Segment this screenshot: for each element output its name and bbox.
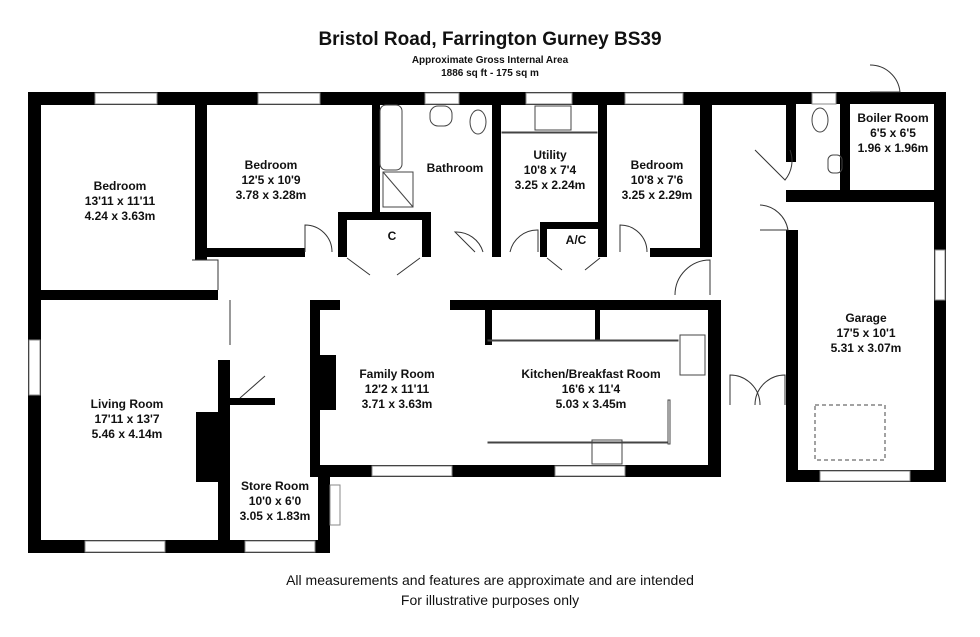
- room-metric: 3.05 x 1.83m: [240, 509, 311, 523]
- room-name: Utility: [533, 148, 567, 162]
- room-name: Kitchen/Breakfast Room: [521, 367, 660, 381]
- room-metric: 4.24 x 3.63m: [85, 209, 156, 223]
- room-name: Bathroom: [427, 161, 484, 175]
- room-imperial: 12'2 x 11'11: [365, 382, 430, 396]
- disclaimer-line-1: All measurements and features are approx…: [286, 572, 694, 588]
- room-utility: Utility 10'8 x 7'4 3.25 x 2.24m: [515, 148, 586, 192]
- room-metric: 1.96 x 1.96m: [858, 141, 929, 155]
- room-metric: 3.78 x 3.28m: [236, 188, 307, 202]
- cupboard-ac: A/C: [566, 233, 587, 247]
- windows: [28, 92, 946, 553]
- cupboard-c: C: [388, 229, 397, 243]
- room-imperial: 13'11 x 11'11: [85, 194, 156, 208]
- room-imperial: 17'11 x 13'7: [94, 412, 159, 426]
- doors: [192, 64, 901, 406]
- room-name: Garage: [845, 311, 887, 325]
- room-bedroom-1: Bedroom 13'11 x 11'11 4.24 x 3.63m: [85, 179, 156, 223]
- room-garage: Garage 17'5 x 10'1 5.31 x 3.07m: [831, 311, 902, 355]
- room-name: C: [388, 229, 397, 243]
- room-store: Store Room 10'0 x 6'0 3.05 x 1.83m: [240, 479, 311, 523]
- room-name: Store Room: [241, 479, 309, 493]
- room-metric: 3.25 x 2.29m: [622, 188, 693, 202]
- room-metric: 3.71 x 3.63m: [362, 397, 433, 411]
- room-metric: 5.46 x 4.14m: [92, 427, 163, 441]
- walls: [28, 92, 946, 553]
- room-imperial: 10'8 x 7'4: [524, 163, 577, 177]
- room-bathroom: Bathroom: [427, 161, 484, 175]
- room-name: Bedroom: [631, 158, 684, 172]
- room-name: Bedroom: [245, 158, 298, 172]
- room-bedroom-3: Bedroom 10'8 x 7'6 3.25 x 2.29m: [622, 158, 693, 202]
- room-imperial: 10'0 x 6'0: [249, 494, 302, 508]
- room-kitchen: Kitchen/Breakfast Room 16'6 x 11'4 5.03 …: [521, 367, 660, 411]
- room-living: Living Room 17'11 x 13'7 5.46 x 4.14m: [91, 397, 164, 441]
- room-bedroom-2: Bedroom 12'5 x 10'9 3.78 x 3.28m: [236, 158, 307, 202]
- room-name: Boiler Room: [857, 111, 928, 125]
- room-imperial: 16'6 x 11'4: [562, 382, 621, 396]
- room-imperial: 12'5 x 10'9: [241, 173, 300, 187]
- room-metric: 5.31 x 3.07m: [831, 341, 902, 355]
- room-imperial: 17'5 x 10'1: [836, 326, 895, 340]
- room-name: Living Room: [91, 397, 164, 411]
- room-name: Family Room: [359, 367, 434, 381]
- room-boiler: Boiler Room 6'5 x 6'5 1.96 x 1.96m: [857, 111, 928, 155]
- room-metric: 5.03 x 3.45m: [556, 397, 627, 411]
- plan-title: Bristol Road, Farrington Gurney BS39: [318, 29, 662, 50]
- room-metric: 3.25 x 2.24m: [515, 178, 586, 192]
- disclaimer-line-2: For illustrative purposes only: [400, 592, 580, 608]
- room-imperial: 10'8 x 7'6: [631, 173, 684, 187]
- room-imperial: 6'5 x 6'5: [870, 126, 916, 140]
- room-name: Bedroom: [94, 179, 147, 193]
- room-name: A/C: [566, 233, 587, 247]
- area-label: Approximate Gross Internal Area: [411, 55, 569, 66]
- fixtures: [379, 104, 886, 465]
- room-family: Family Room 12'2 x 11'11 3.71 x 3.63m: [359, 367, 434, 411]
- area-value: 1886 sq ft - 175 sq m: [441, 68, 539, 79]
